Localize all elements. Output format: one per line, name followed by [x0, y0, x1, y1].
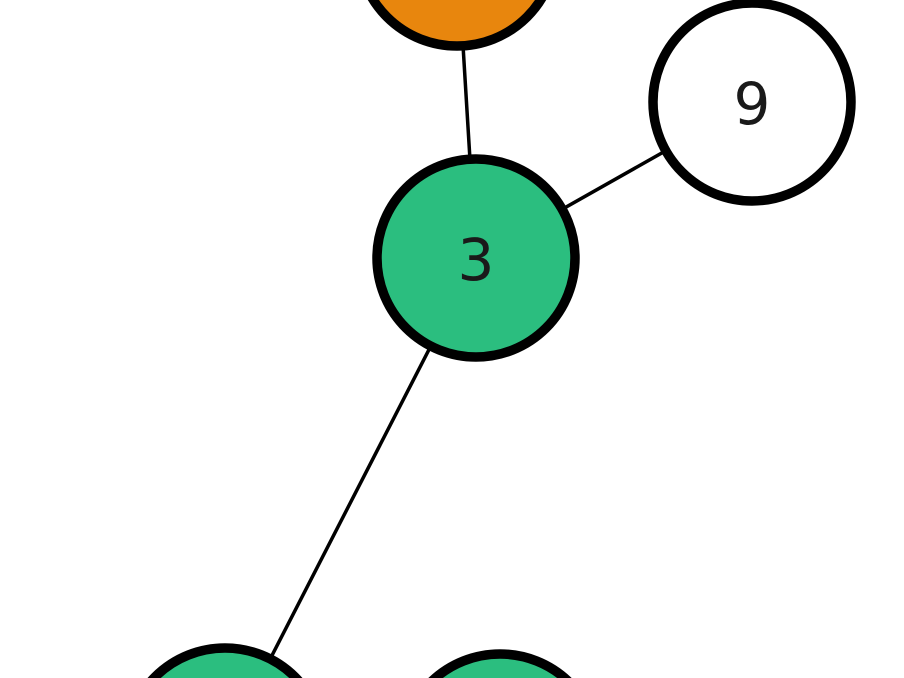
node-bottom-right[interactable] — [401, 649, 599, 678]
node-bottom-left[interactable] — [126, 643, 324, 678]
node-9[interactable] — [648, 0, 856, 206]
node-3[interactable] — [372, 154, 580, 362]
node-orange-top[interactable] — [358, 0, 556, 51]
